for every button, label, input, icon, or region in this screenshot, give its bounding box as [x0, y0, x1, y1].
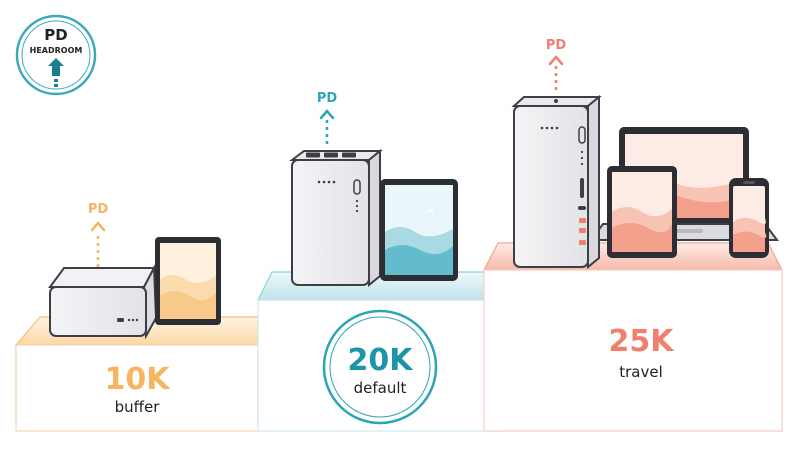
pd-label-20k: PD: [317, 91, 338, 106]
badge-subtitle: HEADROOM: [30, 46, 83, 55]
tier-name-20k: default: [354, 379, 407, 397]
phone-icon: [729, 178, 769, 258]
platform-10k: [14, 316, 259, 432]
pd-label-10k: PD: [88, 202, 109, 217]
tablet-icon: [155, 237, 221, 325]
tablet-icon: [607, 166, 677, 258]
pd-arrow-25k: [548, 55, 564, 92]
pd-arrow-20k: [319, 109, 335, 146]
default-highlight-ring: [322, 309, 438, 425]
power-bank-icon: [289, 148, 383, 288]
badge-title: PD: [44, 26, 67, 44]
tier-25k: PD 25K travel: [483, 38, 783, 432]
power-bank-icon: [48, 264, 158, 340]
capacity-10k: 10K: [105, 362, 172, 397]
tier-name-25k: travel: [619, 363, 663, 381]
tier-20k: PD 20K default: [257, 91, 503, 432]
pd-headroom-badge: PD HEADROOM: [15, 14, 97, 96]
pd-arrow-10k: [90, 221, 106, 268]
arrow-up-icon: [48, 58, 64, 87]
capacity-20k: 20K: [348, 343, 415, 378]
tablet-icon: [380, 179, 458, 281]
tier-10k: PD 10K buffer: [14, 202, 259, 432]
power-bank-icon: [511, 94, 602, 270]
tier-name-10k: buffer: [115, 398, 161, 416]
capacity-25k: 25K: [609, 324, 676, 359]
platform-25k: [483, 242, 783, 432]
pd-label-25k: PD: [546, 38, 567, 53]
